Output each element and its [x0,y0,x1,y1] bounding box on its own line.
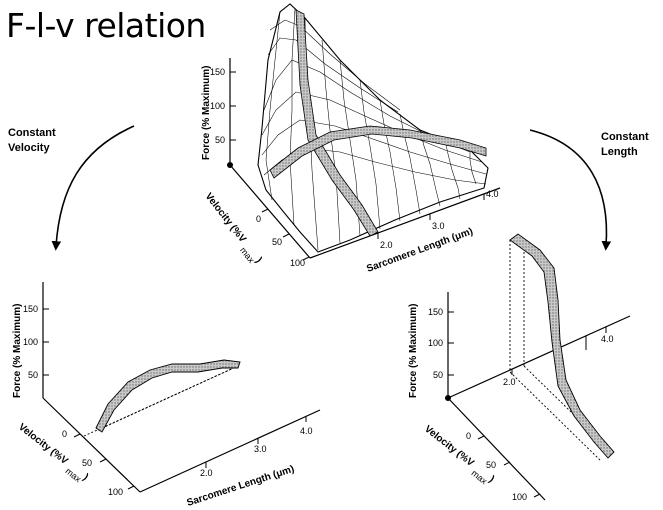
svg-text:Velocity (%V: Velocity (%V [203,191,248,245]
svg-text:): ) [253,256,264,265]
left-velocity-axis-label: Velocity (%V max ) [16,422,90,485]
right-force-tick: 150 [428,307,443,317]
left-force-tick: 150 [23,304,38,314]
constant-velocity-label: Constant Velocity [8,127,56,154]
svg-text:): ) [487,474,496,485]
right-length-tick: 2.0 [503,377,516,387]
right-velocity-tick: 100 [512,492,527,502]
left-force-tick: 50 [28,370,38,380]
left-velocity-tick: 0 [62,429,67,439]
top-force-tick: 50 [215,135,225,145]
top-force-tick: 150 [210,67,225,77]
left-plot: 150 100 50 Force (% Maximum) 0 50 100 Ve… [12,282,321,509]
top-surface-plot: 150 100 50 Force (% Maximum) 0 50 100 Ve… [201,3,501,275]
constant-length-ridge [295,9,379,237]
constant-velocity-ridge [269,125,487,179]
right-plot: 150 100 50 Force (% Maximum) 0 50 100 Ve… [408,233,631,502]
right-force-axis-label: Force (% Maximum) [408,304,419,398]
right-length-tick: 4.0 [601,334,614,344]
left-length-tick: 2.0 [200,468,213,478]
top-velocity-tick: 100 [290,258,305,268]
top-velocity-tick: 50 [272,237,282,247]
left-curved-arrow [51,125,135,251]
svg-text:max: max [64,466,84,485]
left-velocity-tick: 50 [82,458,92,468]
top-length-tick: 3.0 [432,221,445,231]
top-length-tick: 2.0 [380,240,393,250]
slide-title: F-l-v relation [6,6,206,45]
left-force-tick: 100 [23,337,38,347]
right-curved-arrow [529,129,612,251]
left-force-axis-label: Force (% Maximum) [12,304,23,398]
top-velocity-tick: 0 [256,214,261,224]
force-velocity-curve [509,233,615,459]
top-force-tick: 100 [210,101,225,111]
left-length-tick: 4.0 [300,426,313,436]
right-force-tick: 100 [428,338,443,348]
top-force-axis-label: Force (% Maximum) [201,66,212,160]
top-length-tick: 4.0 [486,189,499,199]
left-velocity-tick: 100 [108,487,123,497]
right-force-tick: 50 [433,370,443,380]
right-velocity-tick: 0 [466,431,471,441]
svg-text:max: max [470,468,490,487]
right-velocity-tick: 50 [486,460,496,470]
constant-length-label: Constant Length [601,131,649,158]
svg-text:): ) [81,472,90,483]
top-length-axis-label: Sarcomere Length (μm) [365,226,474,275]
right-velocity-axis-label: Velocity (%V max ) [422,424,496,487]
left-length-tick: 3.0 [254,444,267,454]
force-length-curve [95,359,241,433]
top-velocity-axis-label: Velocity (%V max ) [203,191,264,265]
